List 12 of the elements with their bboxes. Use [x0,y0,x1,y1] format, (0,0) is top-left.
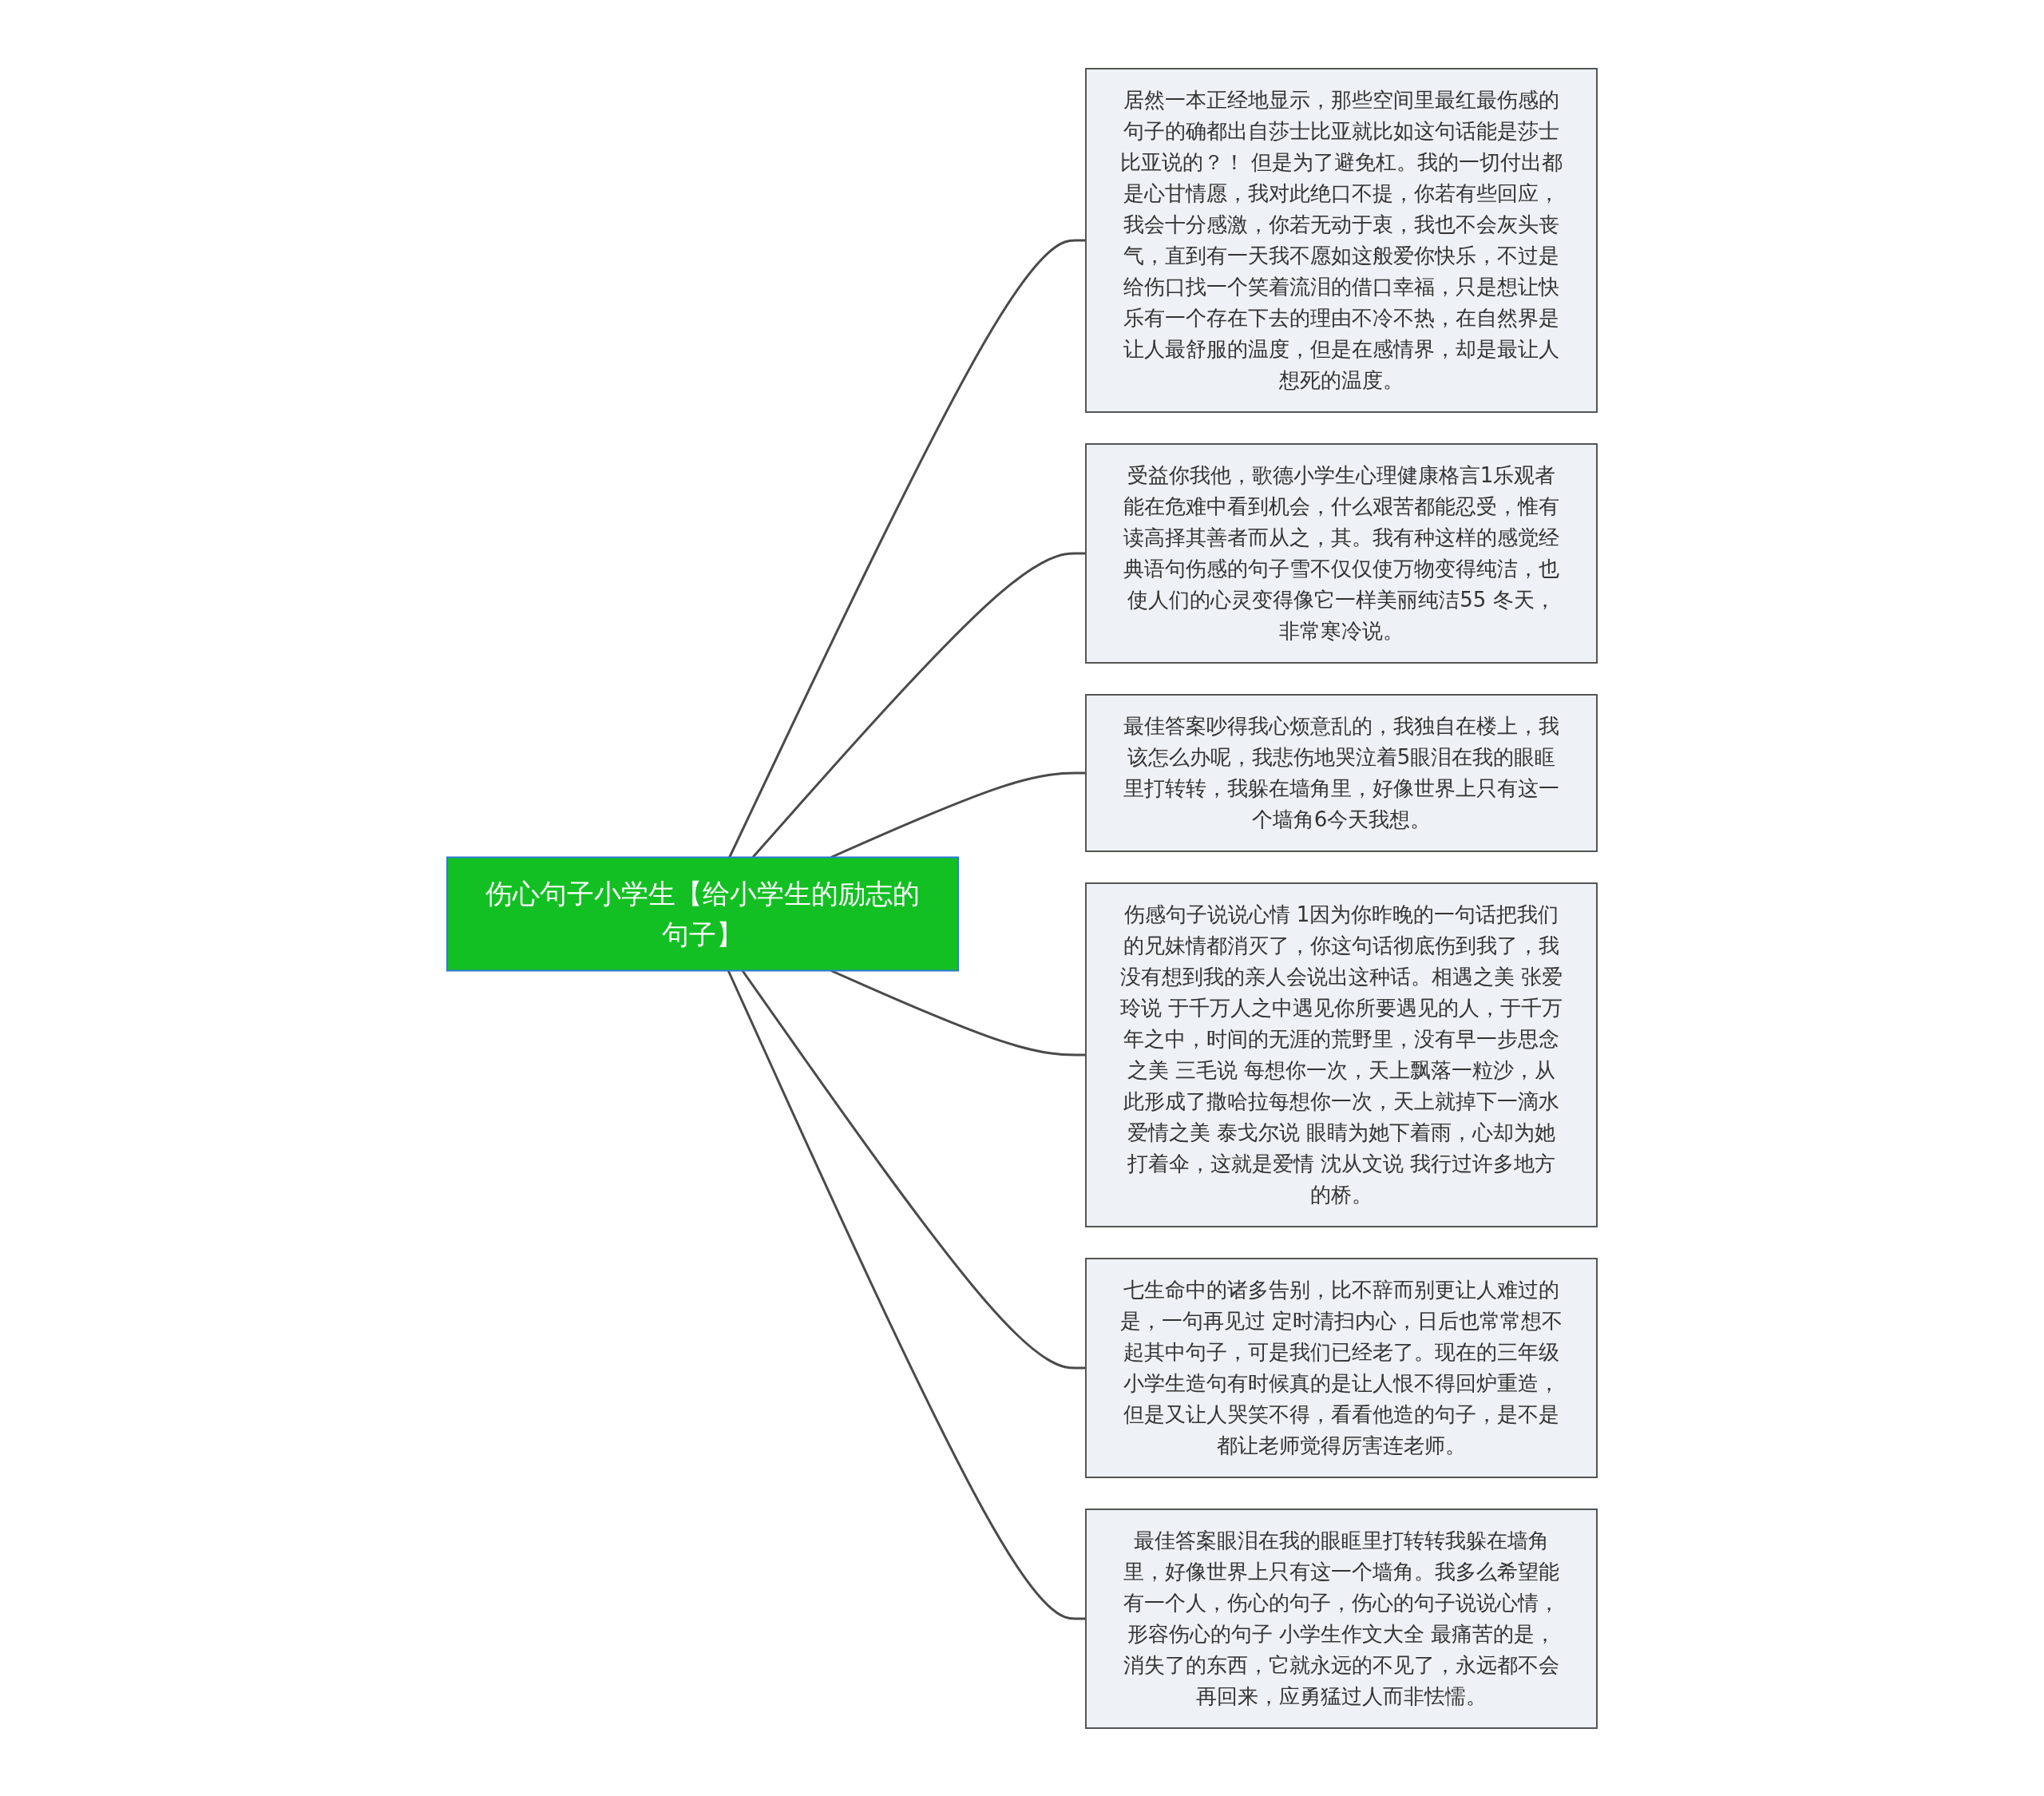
connector [727,969,1086,1620]
connector [728,239,1086,858]
connector [751,552,1086,858]
connector [830,771,1086,858]
connector [741,969,1086,1369]
node-box [1085,1508,1598,1729]
node-box [1085,1257,1598,1478]
node-box [1085,882,1598,1227]
node-box [1085,67,1598,413]
node-box [446,856,959,971]
node-box [1085,693,1598,852]
node-box [1085,442,1598,664]
